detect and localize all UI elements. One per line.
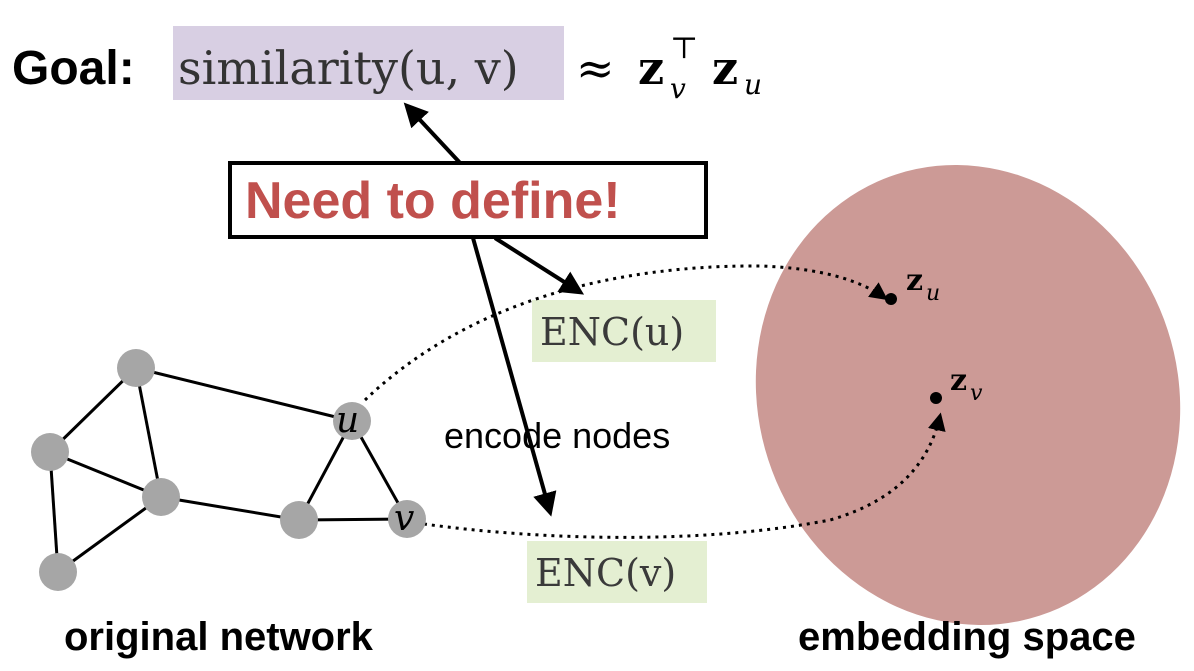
enc-v-text: ENC(v) [535,551,676,595]
graph-node [39,553,77,591]
arrow-to-enc-u [493,236,585,295]
embedding-z-u-subscript: u [926,281,940,306]
embedding-space-region [755,165,1181,625]
mapping-curve-v [423,412,946,539]
graph-node-v [388,500,426,538]
graph-node [280,501,318,539]
caption-original-network: original network [64,615,374,659]
graph-node-u [333,402,371,440]
approx-symbol: ≈ [576,41,615,95]
graph-node [31,433,69,471]
z-v-subscript: v [670,72,686,105]
need-to-define-text: Need to define! [245,172,621,230]
graph-edges [48,366,409,574]
z-u-subscript: u [744,68,762,101]
goal-label: Goal: [12,42,135,95]
embedding-point-v [930,392,942,404]
transpose-symbol: ⊤ [670,31,698,66]
embedding-z-v-subscript: v [970,381,983,406]
embedding-z-u: z [906,263,923,298]
node-v-label: v [394,498,414,539]
z-u-symbol: z [712,41,738,95]
embedding-point-u [885,293,897,305]
enc-u-text: ENC(u) [540,310,684,354]
arrow-to-enc-v [471,237,557,517]
caption-embedding-space: embedding space [798,615,1136,659]
arrow-to-similarity [403,102,464,167]
similarity-highlight [173,26,564,100]
need-to-define-box [228,161,708,239]
node-u-label: u [336,400,359,441]
enc-u-highlight [532,300,716,362]
graph-node [142,478,180,516]
similarity-term: similarity(u, v) [178,41,519,95]
embedding-z-v: z [950,363,967,398]
graph-node [117,349,155,387]
z-v-symbol: z [638,41,664,95]
encode-nodes-label: encode nodes [444,415,670,456]
enc-v-highlight [527,541,707,603]
mapping-curve-u [363,264,888,402]
